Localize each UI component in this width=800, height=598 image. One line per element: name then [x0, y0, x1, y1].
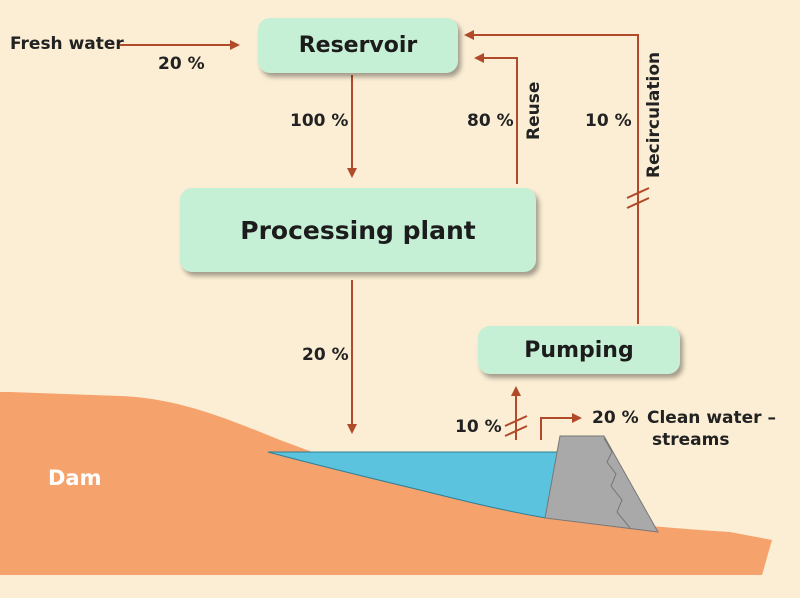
- arrow-recirculation: [464, 30, 639, 324]
- streams-label: streams: [652, 430, 730, 450]
- reservoir-label: Reservoir: [298, 33, 418, 58]
- reservoir-box: Reservoir: [258, 18, 458, 73]
- fresh-water-label: Fresh water: [10, 34, 124, 54]
- dam-label: Dam: [48, 466, 102, 490]
- water-body: [267, 451, 561, 519]
- reservoir-to-plant-percent: 100 %: [290, 111, 349, 131]
- arrow-clean-water: [540, 413, 582, 440]
- recirculation-percent: 10 %: [585, 111, 632, 131]
- recirculation-label: Recirculation: [644, 51, 664, 178]
- fresh-water-percent: 20 %: [158, 54, 205, 74]
- processing-plant-label: Processing plant: [240, 215, 476, 245]
- reuse-percent: 80 %: [467, 111, 514, 131]
- arrow-reuse: [474, 53, 518, 184]
- break-mark-recirculation-1: [626, 187, 650, 199]
- dam-wall: [544, 435, 659, 533]
- break-mark-pumping-1: [504, 415, 528, 427]
- processing-plant-box: Processing plant: [180, 188, 536, 272]
- earth-terrain: [0, 392, 772, 575]
- flow-arrows: [120, 30, 650, 440]
- break-mark-pumping-2: [504, 425, 528, 437]
- plant-to-dam-percent: 20 %: [302, 345, 349, 365]
- pumping-box: Pumping: [478, 326, 680, 374]
- pumping-label: Pumping: [524, 337, 634, 363]
- break-mark-recirculation-2: [626, 197, 650, 209]
- reuse-label: Reuse: [524, 81, 544, 140]
- clean-water-label: Clean water –: [647, 408, 776, 428]
- dam-to-pumping-percent: 10 %: [455, 417, 502, 437]
- dam-wall-texture: [603, 437, 631, 529]
- clean-water-percent: 20 %: [592, 408, 639, 428]
